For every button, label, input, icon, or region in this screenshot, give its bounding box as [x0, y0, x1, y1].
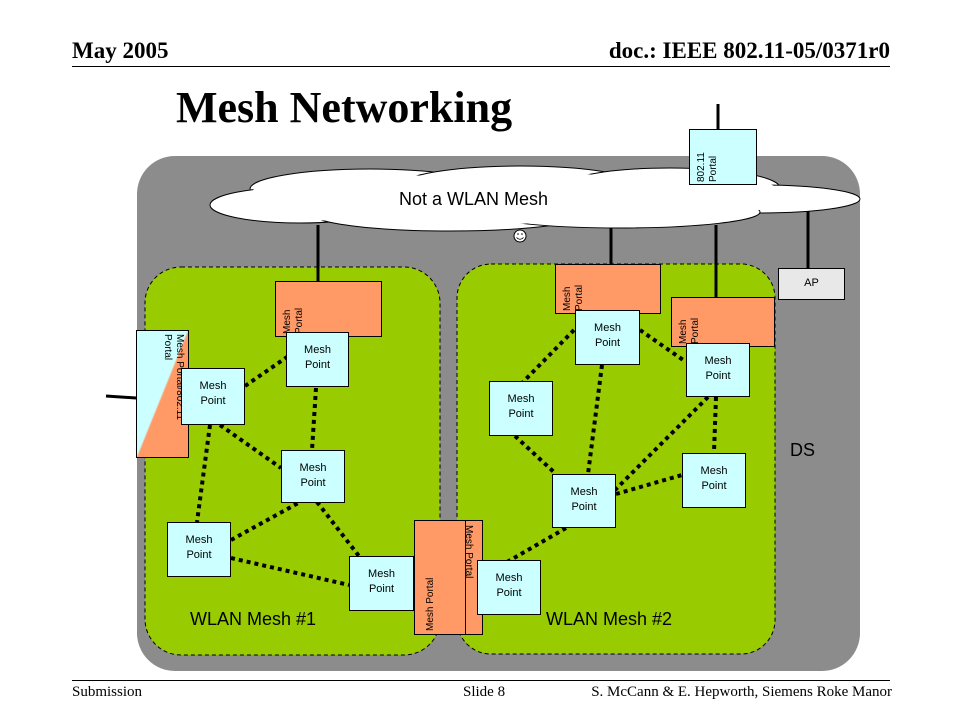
ds-label: DS [790, 440, 816, 460]
mesh-point-label: Mesh [704, 355, 732, 367]
mesh-point-label: Mesh [570, 486, 598, 498]
mesh-point-label: Mesh [299, 462, 327, 474]
mesh-point-label: Point [496, 587, 522, 599]
mesh-point-label: Point [300, 477, 326, 489]
mesh-portal-80211-left: Mesh Portal/802.11 Portal [136, 330, 189, 458]
mesh-portal-center-left: Mesh Portal [414, 520, 466, 635]
mesh-point-label: Point [508, 408, 534, 420]
mesh-portal-center-left-label: Mesh Portal [425, 577, 436, 631]
portal-80211-label: 802.11 Portal [696, 152, 719, 182]
mesh-point-label: Mesh [368, 568, 395, 580]
wlan-mesh-2-label: WLAN Mesh #2 [546, 609, 673, 629]
portal-80211: 802.11 Portal [689, 129, 757, 185]
header-rule [72, 66, 890, 67]
mesh-point-label: Point [594, 337, 621, 349]
mesh-links [195, 328, 718, 587]
footer-slide-number: Slide 8 [463, 684, 506, 700]
mesh-portal-mesh2-right-label: Mesh Portal [678, 317, 701, 344]
page-title: Mesh Networking [176, 83, 513, 132]
mesh-point-label: Mesh [495, 572, 523, 584]
mesh-portal-mesh2-right: Mesh Portal [671, 297, 775, 347]
mesh-portal-mesh1-top-label: Mesh Portal [282, 307, 305, 334]
mesh-point-label: Mesh [507, 393, 535, 405]
mesh-portal-mesh1-top: Mesh Portal [275, 281, 382, 337]
access-point-label: AP [804, 277, 819, 289]
mesh-point-label: Point [571, 501, 597, 513]
mesh-point-label: Point [304, 359, 331, 371]
mesh-portal-mesh2-top-label: Mesh Portal [562, 284, 585, 311]
footer-rule [72, 680, 890, 681]
cloud-label: Not a WLAN Mesh [399, 189, 549, 209]
access-point: AP [778, 268, 845, 300]
mesh-portal-mesh2-top: Mesh Portal [555, 264, 661, 314]
header-date: May 2005 [72, 38, 169, 63]
mesh-point-label: Point [186, 549, 212, 561]
wlan-mesh-1-label: WLAN Mesh #1 [190, 609, 317, 629]
mesh-point-label: Point [368, 583, 395, 595]
header-doc-id: doc.: IEEE 802.11-05/0371r0 [608, 38, 890, 63]
mesh-point-label: Mesh [700, 465, 728, 477]
smiley-icon [513, 229, 527, 243]
footer-authors: S. McCann & E. Hepworth, Siemens Roke Ma… [591, 684, 892, 700]
mesh-point-label: Mesh [304, 344, 331, 356]
footer-submission: Submission [72, 684, 143, 700]
uplink-lines [105, 104, 810, 400]
mesh-point-label: Point [200, 395, 226, 407]
mesh-point-label: Mesh [199, 380, 227, 392]
mesh-point-label: Mesh [185, 534, 213, 546]
mesh-point-label: Mesh [594, 322, 621, 334]
mesh-point-label: Point [701, 480, 727, 492]
mesh-point-label: Point [705, 370, 731, 382]
